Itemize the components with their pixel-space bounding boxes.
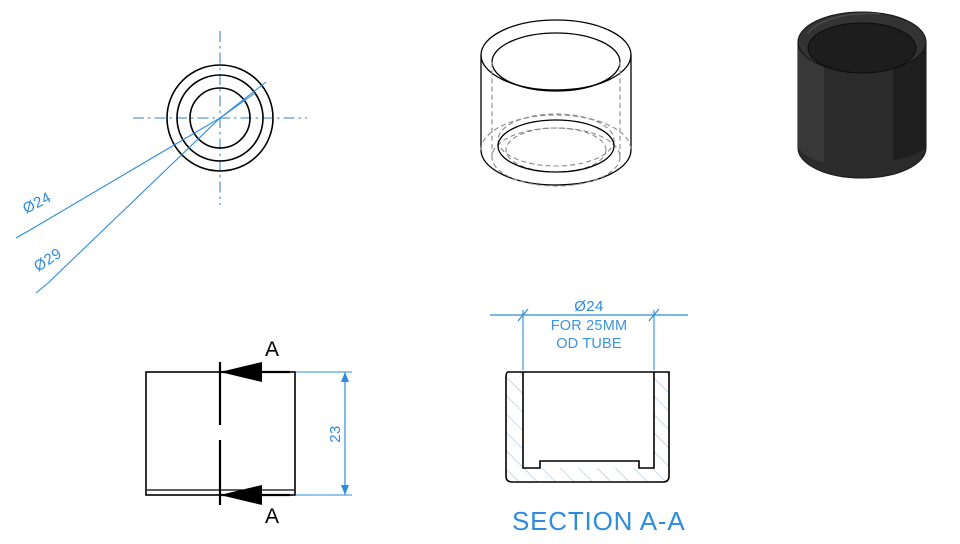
top-view: Ø24 Ø29 — [15, 31, 307, 294]
section-view-a-a: Ø24 FOR 25MM OD TUBE SECTION A-A — [490, 298, 688, 536]
height-dimension-label: 23 — [327, 425, 344, 443]
height-dimension-23: 23 — [296, 371, 352, 496]
iso-visible-inner-top-arc — [497, 119, 615, 147]
iso-hidden-bottom-outer-back-arc — [480, 114, 632, 151]
top-view-outer-circle — [166, 64, 274, 172]
isometric-shaded-render — [797, 11, 927, 179]
top-view-bore-circle — [189, 87, 251, 149]
isometric-wireframe-view — [480, 19, 632, 187]
bore-dim-tick-left — [517, 308, 529, 322]
iso-bottom-outer-arc — [480, 149, 632, 186]
render-bore-opening — [807, 22, 917, 74]
render-shading-right — [893, 42, 926, 160]
height-dim-arrow-bottom — [341, 485, 349, 495]
iso-visible-inner-bottom-arc — [497, 145, 615, 173]
bore-dim-tick-right — [648, 308, 660, 322]
diameter-24-leader — [15, 92, 256, 239]
section-outer-profile — [505, 371, 670, 483]
render-rim-highlight — [807, 12, 881, 34]
height-dim-arrow-top — [341, 372, 349, 382]
section-letter-bottom: A — [265, 505, 279, 528]
bore-note-line-1: FOR 25MM — [551, 318, 628, 334]
section-hatch-right — [586, 372, 669, 482]
section-letter-top: A — [265, 338, 279, 361]
iso-top-inner-ellipse — [491, 32, 621, 92]
iso-top-outer-ellipse — [480, 19, 632, 91]
section-bore-profile — [522, 372, 655, 469]
iso-hidden-recess-ellipse-lower — [505, 127, 607, 173]
iso-hidden-recess-ellipse-upper — [497, 113, 615, 167]
section-view-title: SECTION A-A — [512, 506, 686, 536]
dimension-diameter-29-label: Ø29 — [31, 245, 65, 275]
bore-dimension-label: Ø24 — [574, 298, 604, 315]
top-view-counterbore-circle — [176, 74, 264, 162]
bore-diameter-dimension: Ø24 FOR 25MM OD TUBE — [490, 298, 688, 370]
render-shading-left — [798, 42, 824, 163]
section-arrow-top — [220, 362, 290, 382]
section-arrow-bottom — [220, 485, 290, 505]
iso-hidden-bore-bottom-ellipse — [491, 127, 621, 187]
section-hatch-left — [506, 372, 586, 482]
front-view: A A 23 — [145, 338, 352, 528]
bore-note-line-2: OD TUBE — [556, 336, 622, 352]
diameter-29-leader — [35, 81, 267, 294]
dimension-diameter-24-label: Ø24 — [20, 189, 54, 218]
